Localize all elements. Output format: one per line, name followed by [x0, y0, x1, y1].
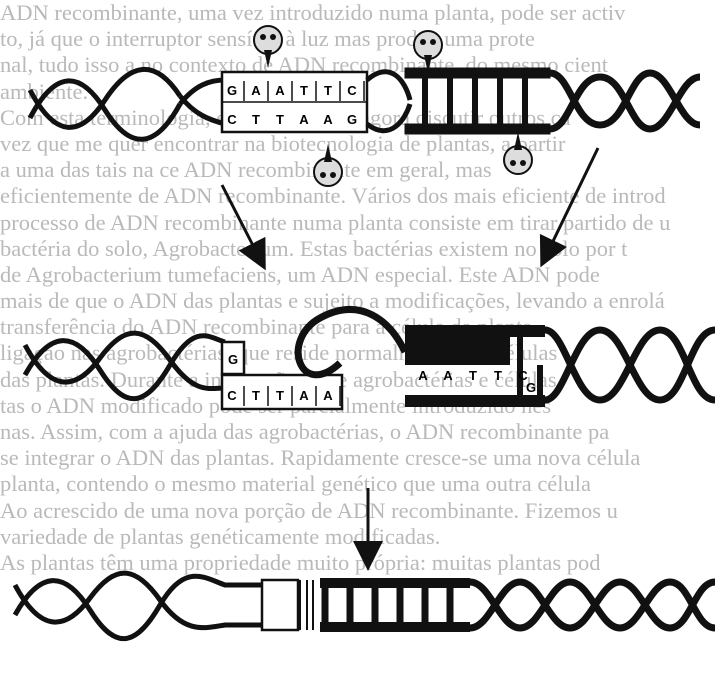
top-left-dna-helix [30, 69, 225, 139]
top-right-dna-helix [550, 73, 700, 129]
scissors-icon [254, 26, 282, 68]
base-letter: A [323, 112, 333, 127]
bottom-dna-helix-right [470, 582, 715, 628]
scissors-icon [504, 132, 532, 174]
base-letter: T [252, 112, 260, 127]
arrow-down-right [543, 148, 598, 262]
scissors-icon [414, 31, 442, 73]
base-letter: G [526, 380, 536, 395]
base-letter: A [251, 83, 261, 98]
middle-left-dna-helix [25, 333, 225, 399]
base-letter: T [494, 368, 502, 383]
base-letter: T [300, 83, 308, 98]
base-letter: T [276, 112, 284, 127]
base-letter: G [228, 352, 238, 367]
base-letter: C [227, 388, 237, 403]
base-letter: T [252, 388, 260, 403]
scissors-icon [314, 144, 342, 186]
base-letter: C [347, 83, 357, 98]
base-letter: T [469, 368, 477, 383]
recombinant-insert [262, 578, 470, 632]
arrow-down-left [222, 185, 263, 265]
top-left-helix-tail [367, 72, 410, 131]
base-letter: A [443, 368, 453, 383]
base-letter: T [276, 388, 284, 403]
base-letter: A [323, 388, 333, 403]
base-letter: G [227, 83, 237, 98]
base-letter: A [299, 388, 309, 403]
top-right-ladder [405, 68, 550, 134]
middle-right-dna-helix [545, 330, 715, 400]
curved-connector [298, 309, 405, 374]
base-letter: C [227, 112, 237, 127]
base-letter: A [299, 112, 309, 127]
base-letter: T [324, 83, 332, 98]
base-letter: A [418, 368, 428, 383]
base-letter: G [347, 112, 357, 127]
base-letter: A [275, 83, 285, 98]
bottom-dna-helix [15, 573, 265, 639]
